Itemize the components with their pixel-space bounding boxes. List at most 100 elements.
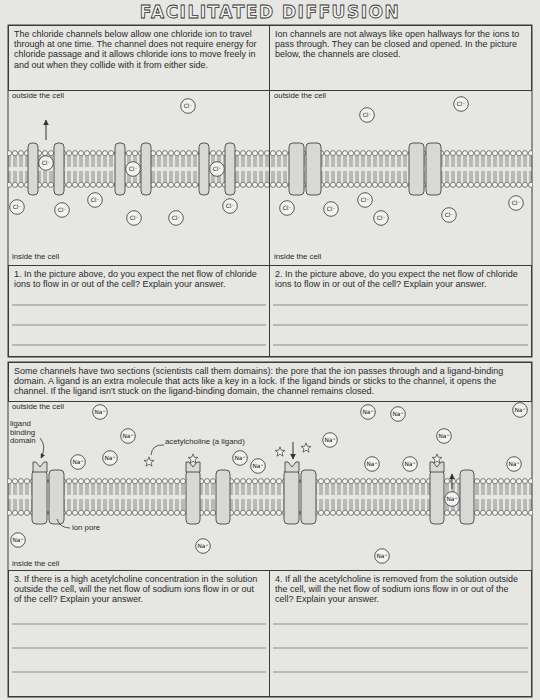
- acetylcholine-star: [188, 454, 198, 463]
- chloride-ion: Cl⁻: [38, 155, 54, 171]
- channel-protein: [32, 470, 47, 524]
- chloride-ion: Cl⁻: [87, 192, 103, 208]
- intro-box: Ion channels are not always like open ha…: [269, 25, 532, 91]
- ion-circle: [375, 549, 390, 564]
- acetylcholine-star: [144, 457, 154, 466]
- ion-symbol: Cl⁻: [129, 166, 138, 172]
- sodium-ion: Na⁺: [195, 538, 211, 554]
- channel-protein: [289, 143, 304, 195]
- chloride-ion: Cl⁻: [168, 210, 184, 226]
- ion-circle: [403, 457, 418, 472]
- question-box: 3. If there is a high acetylcholine conc…: [8, 570, 270, 697]
- ion-circle: [251, 459, 266, 474]
- channel-protein: [199, 143, 209, 195]
- chloride-ion: Cl⁻: [323, 201, 339, 217]
- channel-protein: [216, 470, 230, 524]
- channel-protein: [301, 470, 316, 524]
- chloride-ion: Cl⁻: [209, 161, 225, 177]
- acetylcholine-star: [301, 443, 311, 452]
- bottom-panel-frame: [8, 362, 532, 697]
- ion-symbol: Na⁺: [253, 463, 264, 469]
- leader-line: [40, 438, 44, 458]
- ion-symbol: Na⁺: [509, 461, 520, 467]
- sodium-ion: Na⁺: [102, 450, 118, 466]
- chloride-ion: Cl⁻: [359, 107, 375, 123]
- sodium-ion: Na⁺: [10, 532, 26, 548]
- ion-circle: [374, 211, 389, 226]
- part-label: acetylcholine (a ligand): [165, 438, 275, 447]
- ligand-binding-site: [430, 462, 444, 472]
- region-label: outside the cell: [274, 92, 364, 101]
- region-label: inside the cell: [12, 560, 102, 569]
- ion-circle: [507, 457, 522, 472]
- question-box: 4. If all the acetylcholine is removed f…: [269, 570, 532, 697]
- answer-line: [273, 325, 528, 326]
- ion-circle: [391, 407, 406, 422]
- ion-circle: [358, 193, 373, 208]
- channel-protein: [115, 143, 125, 195]
- ion-symbol: Cl⁻: [213, 166, 222, 172]
- ion-symbol: Cl⁻: [13, 204, 22, 210]
- body-text: 3. If there is a high acetylcholine conc…: [14, 574, 264, 605]
- ion-symbol: Cl⁻: [361, 197, 370, 203]
- ion-circle: [442, 208, 457, 223]
- ion-symbol: Na⁺: [198, 543, 209, 549]
- intro-box: The chloride channels below allow one ch…: [8, 25, 270, 91]
- sodium-ion: Na⁺: [374, 548, 390, 564]
- sodium-ion: Na⁺: [250, 458, 266, 474]
- chloride-ion: Cl⁻: [357, 192, 373, 208]
- chloride-ion: Cl⁻: [279, 200, 295, 216]
- ion-symbol: Na⁺: [325, 437, 336, 443]
- ion-circle: [360, 108, 375, 123]
- answer-line: [12, 345, 266, 346]
- sodium-ion: Na⁺: [436, 428, 452, 444]
- cell-membrane: [8, 478, 532, 516]
- region-label: inside the cell: [274, 253, 364, 262]
- channel-protein: [284, 470, 299, 524]
- ion-symbol: Na⁺: [363, 409, 374, 415]
- ion-circle: [121, 429, 136, 444]
- chloride-ion: Cl⁻: [373, 210, 389, 226]
- region-label: outside the cell: [12, 403, 102, 412]
- ion-circle: [88, 193, 103, 208]
- ion-symbol: Na⁺: [235, 455, 246, 461]
- ion-circle: [445, 492, 460, 507]
- sodium-ion: Na⁺: [506, 456, 522, 472]
- ion-symbol: Cl⁻: [283, 205, 292, 211]
- acetylcholine-star: [432, 454, 442, 463]
- ion-symbol: Na⁺: [515, 407, 526, 413]
- ion-symbol: Cl⁻: [377, 215, 386, 221]
- ion-circle: [126, 162, 141, 177]
- ion-circle: [365, 457, 380, 472]
- question-box: 2. In the picture above, do you expect t…: [269, 265, 532, 357]
- leader-line: [151, 445, 164, 455]
- answer-line: [273, 648, 528, 649]
- ion-symbol: Cl⁻: [226, 203, 235, 209]
- body-text: 1. In the picture above, do you expect t…: [14, 269, 264, 289]
- ligand-binding-site: [186, 462, 200, 472]
- ion-circle: [10, 200, 25, 215]
- ion-circle: [323, 433, 338, 448]
- region-label: outside the cell: [12, 92, 102, 101]
- ion-symbol: Na⁺: [447, 496, 458, 502]
- ion-symbol: Cl⁻: [512, 200, 521, 206]
- ion-symbol: Cl⁻: [327, 206, 336, 212]
- channel-protein: [306, 143, 321, 195]
- ion-symbol: Cl⁻: [445, 212, 454, 218]
- ion-circle: [103, 451, 118, 466]
- channel-protein: [28, 143, 38, 195]
- channel-protein: [186, 470, 200, 524]
- ion-circle: [93, 405, 108, 420]
- sodium-ion: Na⁺: [322, 432, 338, 448]
- body-text: Some channels have two sections (scienti…: [14, 366, 526, 397]
- answer-line: [12, 672, 266, 673]
- ion-circle: [361, 405, 376, 420]
- ion-symbol: Cl⁻: [130, 215, 139, 221]
- ion-symbol: Cl⁻: [184, 103, 193, 109]
- ion-circle: [39, 156, 54, 171]
- channel-protein: [460, 470, 474, 524]
- sodium-ion: Na⁺: [444, 491, 460, 507]
- answer-line: [273, 345, 528, 346]
- ion-circle: [437, 429, 452, 444]
- leader-line: [57, 519, 70, 528]
